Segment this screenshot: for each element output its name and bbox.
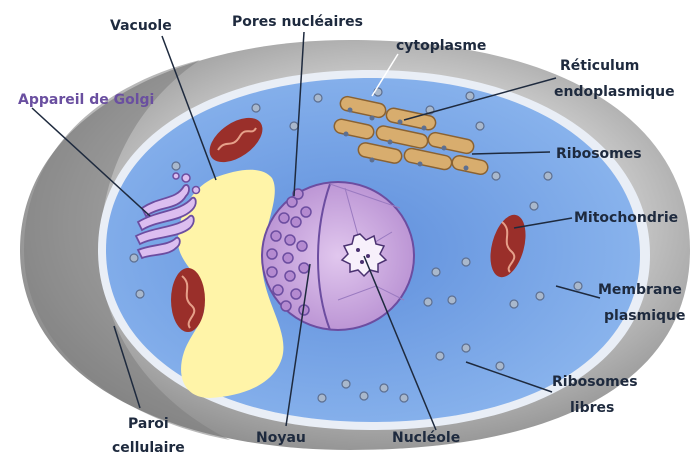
label-mitochondrie: Mitochondrie <box>574 210 678 226</box>
label-ribosomes-libres-1: Ribosomes <box>552 374 638 390</box>
label-ribosomes-libres-2: libres <box>570 400 614 416</box>
label-paroi-2: cellulaire <box>112 440 185 456</box>
label-noyau: Noyau <box>256 430 306 446</box>
label-reticulum-1: Réticulum <box>560 58 639 74</box>
label-reticulum-2: endoplasmique <box>554 84 675 100</box>
label-cytoplasme: cytoplasme <box>396 38 486 54</box>
label-membrane-2: plasmique <box>604 308 685 324</box>
label-pores-nucleaires: Pores nucléaires <box>232 14 363 30</box>
label-ribosomes: Ribosomes <box>556 146 642 162</box>
label-paroi-1: Paroi <box>128 416 169 432</box>
label-nucleole: Nucléole <box>392 430 460 446</box>
label-vacuole: Vacuole <box>110 18 172 34</box>
label-membrane-1: Membrane <box>598 282 682 298</box>
mitochondrion-left <box>171 268 205 332</box>
label-appareil-golgi: Appareil de Golgi <box>18 92 154 108</box>
